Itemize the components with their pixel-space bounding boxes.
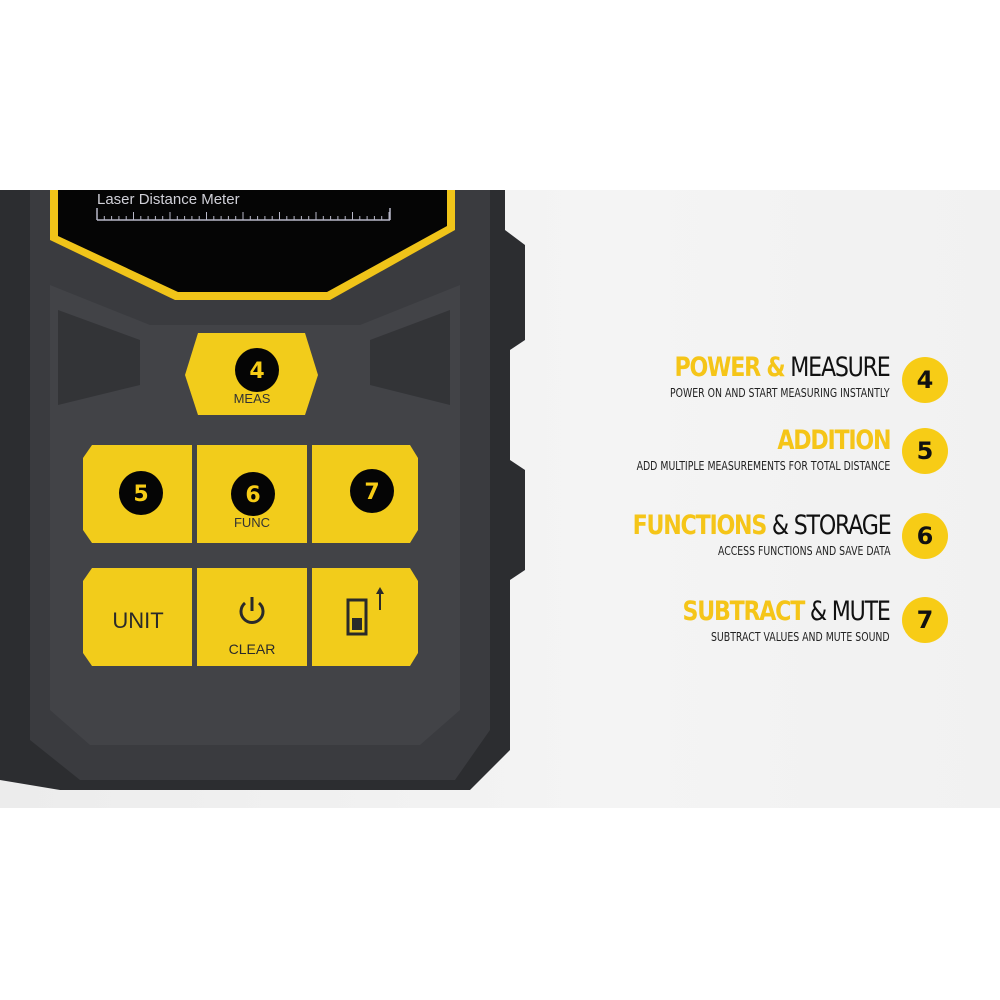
- callout-6: 6: [231, 472, 275, 516]
- unit-label: UNIT: [112, 608, 163, 633]
- feature-title: POWER & MEASURE: [674, 352, 891, 383]
- feature-badge-5: 5: [902, 428, 948, 474]
- unit-button[interactable]: UNIT: [83, 568, 192, 666]
- meas-label: MEAS: [234, 391, 271, 406]
- feature-title: ADDITION: [777, 425, 891, 456]
- feature-badge-4: 4: [902, 357, 948, 403]
- reference-button[interactable]: [312, 568, 418, 666]
- clear-button[interactable]: CLEAR: [197, 568, 307, 666]
- callout-5: 5: [119, 471, 163, 515]
- feature-description: ACCESS FUNCTIONS AND SAVE DATA: [717, 544, 890, 558]
- callout-7: 7: [350, 469, 394, 513]
- clear-label: CLEAR: [229, 641, 276, 657]
- feature-description: ADD MULTIPLE MEASUREMENTS FOR TOTAL DIST…: [636, 459, 890, 473]
- feature-description: SUBTRACT VALUES AND MUTE SOUND: [711, 630, 890, 644]
- laser-distance-meter: Laser Distance Meter MEAS FUNC UNIT CLEA…: [0, 190, 525, 790]
- svg-text:7: 7: [364, 480, 379, 505]
- reference-point-icon: [346, 587, 384, 636]
- feature-badge-7: 7: [902, 597, 948, 643]
- feature-description: POWER ON AND START MEASURING INSTANTLY: [670, 386, 890, 400]
- callout-4: 4: [235, 348, 279, 392]
- svg-text:4: 4: [249, 359, 264, 384]
- power-icon: [239, 597, 265, 624]
- feature-functions-storage: FUNCTIONS & STORAGE ACCESS FUNCTIONS AND…: [576, 510, 891, 559]
- svg-text:6: 6: [245, 483, 260, 508]
- feature-power-measure: POWER & MEASURE POWER ON AND START MEASU…: [608, 352, 891, 401]
- feature-title: FUNCTIONS & STORAGE: [632, 510, 891, 541]
- feature-subtract-mute: SUBTRACT & MUTE SUBTRACT VALUES AND MUTE…: [637, 596, 891, 645]
- product-scene: Laser Distance Meter MEAS FUNC UNIT CLEA…: [0, 190, 1000, 808]
- feature-title: SUBTRACT & MUTE: [682, 596, 891, 627]
- screen-label: Laser Distance Meter: [97, 191, 240, 208]
- feature-badge-6: 6: [902, 513, 948, 559]
- feature-addition: ADDITION ADD MULTIPLE MEASUREMENTS FOR T…: [565, 425, 891, 474]
- svg-text:5: 5: [133, 482, 148, 507]
- func-label: FUNC: [234, 515, 270, 530]
